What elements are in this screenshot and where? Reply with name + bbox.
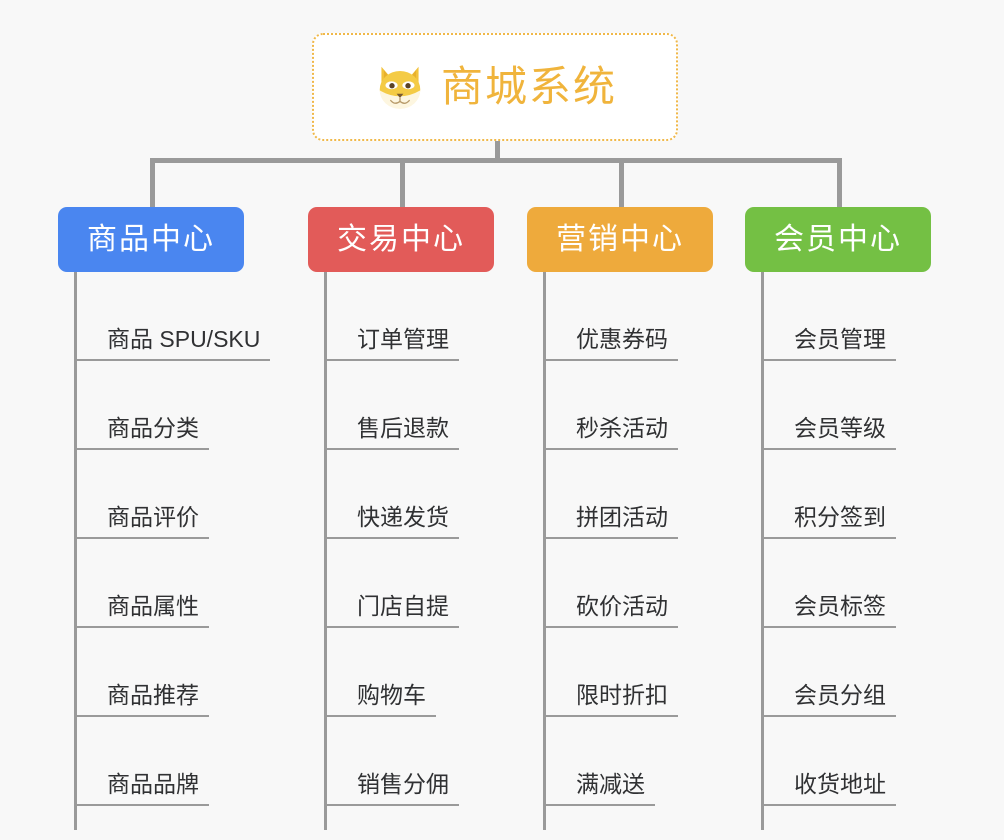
list-item-label: 会员管理: [794, 325, 886, 352]
branch-header-label: 交易中心: [337, 222, 465, 256]
list-item[interactable]: 会员标签: [764, 539, 896, 628]
branch-items-product-center: 商品 SPU/SKU 商品分类 商品评价 商品属性 商品推荐 商品品牌: [74, 272, 271, 834]
connector-root-stem: [495, 141, 500, 162]
connector-drop-3: [619, 158, 624, 209]
branch-trunk: [74, 272, 77, 830]
list-item-label: 优惠券码: [576, 325, 668, 352]
list-item[interactable]: 销售分佣: [327, 717, 459, 806]
branch-header-trade-center[interactable]: 交易中心: [308, 207, 494, 272]
list-item[interactable]: 门店自提: [327, 539, 459, 628]
branch-product-center: 商品中心 商品 SPU/SKU 商品分类 商品评价 商品属性 商品推荐 商品品牌: [58, 207, 271, 834]
branch-items-marketing-center: 优惠券码 秒杀活动 拼团活动 砍价活动 限时折扣 满减送: [543, 272, 713, 834]
branch-header-marketing-center[interactable]: 营销中心: [527, 207, 713, 272]
list-item[interactable]: 限时折扣: [546, 628, 678, 717]
root-node[interactable]: 商城系统: [312, 33, 678, 141]
list-item-label: 商品推荐: [107, 681, 199, 708]
list-item-label: 购物车: [357, 681, 426, 708]
list-item-label: 砍价活动: [576, 592, 668, 619]
list-item[interactable]: 积分签到: [764, 450, 896, 539]
branch-trade-center: 交易中心 订单管理 售后退款 快递发货 门店自提 购物车 销售分佣: [308, 207, 494, 834]
list-item-label: 商品分类: [107, 414, 199, 441]
list-item-label: 秒杀活动: [576, 414, 668, 441]
branch-header-label: 营销中心: [556, 222, 684, 256]
list-item[interactable]: 商品 SPU/SKU: [77, 272, 271, 361]
branch-header-label: 商品中心: [87, 222, 215, 256]
branch-trunk: [543, 272, 546, 830]
list-item-label: 商品评价: [107, 503, 199, 530]
list-item[interactable]: 砍价活动: [546, 539, 678, 628]
list-item-label: 快递发货: [357, 503, 449, 530]
branch-header-member-center[interactable]: 会员中心: [745, 207, 931, 272]
list-item-label: 会员等级: [794, 414, 886, 441]
list-item[interactable]: 售后退款: [327, 361, 459, 450]
list-item[interactable]: 秒杀活动: [546, 361, 678, 450]
list-item-label: 限时折扣: [576, 681, 668, 708]
root-title: 商城系统: [440, 63, 617, 110]
list-item[interactable]: 快递发货: [327, 450, 459, 539]
list-item[interactable]: 会员分组: [764, 628, 896, 717]
list-item[interactable]: 商品品牌: [77, 717, 209, 806]
list-item[interactable]: 会员管理: [764, 272, 896, 361]
branch-header-product-center[interactable]: 商品中心: [58, 207, 244, 272]
connector-drop-1: [150, 158, 155, 209]
list-item[interactable]: 满减送: [546, 717, 655, 806]
branch-header-label: 会员中心: [774, 222, 902, 256]
list-item-label: 销售分佣: [357, 770, 449, 797]
connector-drop-2: [400, 158, 405, 209]
list-item-label: 积分签到: [794, 503, 886, 530]
list-item[interactable]: 会员等级: [764, 361, 896, 450]
list-item-label: 订单管理: [357, 325, 449, 352]
shiba-dog-icon: [373, 60, 427, 114]
connector-drop-4: [837, 158, 842, 209]
branch-member-center: 会员中心 会员管理 会员等级 积分签到 会员标签 会员分组 收货地址: [745, 207, 931, 834]
list-item[interactable]: 优惠券码: [546, 272, 678, 361]
list-item-label: 商品 SPU/SKU: [107, 325, 261, 352]
branch-trunk: [761, 272, 764, 830]
branch-marketing-center: 营销中心 优惠券码 秒杀活动 拼团活动 砍价活动 限时折扣 满减送: [527, 207, 713, 834]
list-item-label: 满减送: [576, 770, 645, 797]
list-item[interactable]: 收货地址: [764, 717, 896, 806]
connector-horizontal-bus: [150, 158, 842, 163]
list-item[interactable]: 商品评价: [77, 450, 209, 539]
list-item-label: 门店自提: [357, 592, 449, 619]
branch-trunk: [324, 272, 327, 830]
list-item-label: 商品品牌: [107, 770, 199, 797]
list-item-label: 会员分组: [794, 681, 886, 708]
list-item[interactable]: 订单管理: [327, 272, 459, 361]
list-item-label: 售后退款: [357, 414, 449, 441]
list-item-label: 会员标签: [794, 592, 886, 619]
list-item[interactable]: 购物车: [327, 628, 436, 717]
list-item[interactable]: 商品属性: [77, 539, 209, 628]
branch-items-member-center: 会员管理 会员等级 积分签到 会员标签 会员分组 收货地址: [761, 272, 931, 834]
branch-items-trade-center: 订单管理 售后退款 快递发货 门店自提 购物车 销售分佣: [324, 272, 494, 834]
list-item-label: 商品属性: [107, 592, 199, 619]
list-item[interactable]: 商品推荐: [77, 628, 209, 717]
list-item-label: 拼团活动: [576, 503, 668, 530]
list-item[interactable]: 商品分类: [77, 361, 209, 450]
list-item-label: 收货地址: [794, 770, 886, 797]
list-item[interactable]: 拼团活动: [546, 450, 678, 539]
